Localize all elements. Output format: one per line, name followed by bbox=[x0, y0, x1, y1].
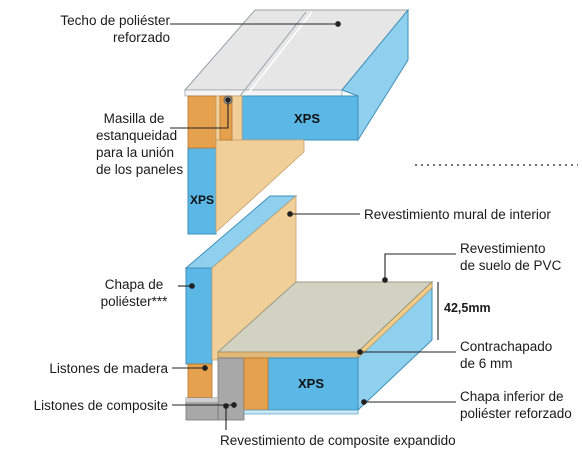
sealant-label-line2: estanqueidad bbox=[96, 128, 178, 143]
roof-label-line2: reforzado bbox=[112, 30, 170, 45]
upper-wall-xps bbox=[187, 147, 217, 235]
xps-floor-label: XPS bbox=[298, 376, 324, 391]
interior-wall-label: Revestimiento mural de interior bbox=[364, 207, 551, 222]
bottom-polyester-label: Chapa inferior de poliéster reforzado bbox=[460, 388, 572, 422]
polyester-label-line1: Chapa de bbox=[104, 277, 164, 292]
lower-wall-xps bbox=[185, 267, 213, 365]
xps-top-label: XPS bbox=[294, 111, 320, 126]
pvc-label-line1: Revestimiento bbox=[460, 241, 546, 256]
floor-xps-face bbox=[267, 357, 359, 411]
bottom-skin bbox=[243, 409, 359, 415]
thickness-label: 42,5mm bbox=[444, 301, 491, 315]
sealant-label: Masilla de estanqueidad para la unión de… bbox=[96, 110, 184, 178]
plywood-label-line1: Contrachapado bbox=[460, 339, 553, 354]
sealant-label-line3: para la unión bbox=[96, 145, 175, 160]
wood-batten-left bbox=[187, 363, 213, 399]
upper-inner-wall bbox=[215, 139, 305, 233]
floor-section: XPS bbox=[184, 195, 434, 421]
pvc-label: Revestimiento de suelo de PVC bbox=[460, 240, 561, 274]
sealant-label-line4: de los paneles bbox=[96, 162, 184, 177]
plywood-label: Contrachapado de 6 mm bbox=[460, 338, 552, 372]
composite-battens-label: Listones de composite bbox=[33, 398, 168, 413]
polyester-label-line2: poliéster*** bbox=[100, 294, 168, 309]
sealant-label-line1: Masilla de bbox=[103, 111, 165, 126]
plywood-strip bbox=[217, 351, 359, 359]
roof-label: Techo de poliéster reforzado bbox=[60, 12, 170, 46]
roof-label-line1: Techo de poliéster bbox=[60, 13, 170, 28]
roof-section: XPS XPS bbox=[183, 8, 410, 235]
expanded-composite bbox=[217, 357, 245, 421]
xps-wall-label: XPS bbox=[190, 193, 214, 207]
bottom-label-line2: poliéster reforzado bbox=[460, 406, 572, 421]
pvc-label-line2: de suelo de PVC bbox=[460, 258, 562, 273]
wood-battens-label: Listones de madera bbox=[49, 361, 168, 376]
wood-batten-right bbox=[243, 357, 269, 411]
polyester-sheet-label: Chapa de poliéster*** bbox=[92, 276, 176, 310]
plywood-label-line2: de 6 mm bbox=[460, 356, 513, 371]
roof-edge-strip bbox=[184, 89, 343, 97]
bottom-label-line1: Chapa inferior de bbox=[460, 389, 564, 404]
expanded-composite-label: Revestimiento de composite expandido bbox=[220, 433, 456, 448]
pointer-lines bbox=[170, 21, 456, 430]
